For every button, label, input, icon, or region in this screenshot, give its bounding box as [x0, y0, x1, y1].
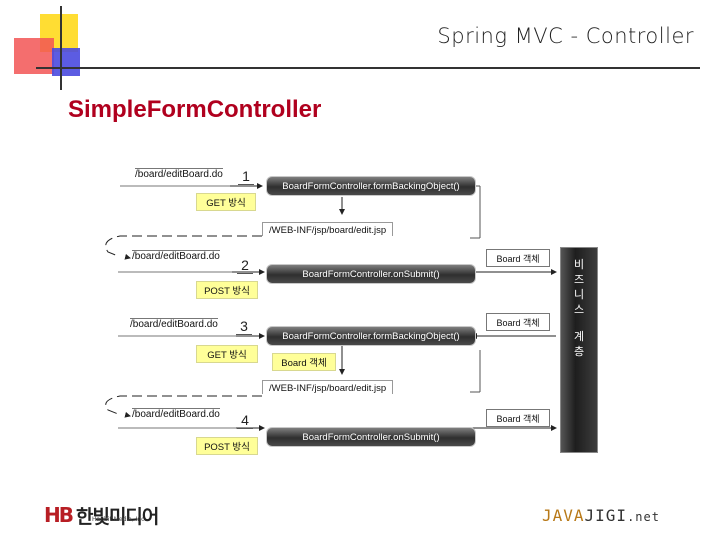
business-layer-char: 계 [573, 331, 585, 343]
step4-object: Board 객체 [486, 409, 550, 427]
step1-method: GET 방식 [196, 193, 256, 211]
deco-blue-square [52, 48, 80, 76]
business-layer-char: 층 [573, 346, 585, 358]
step2-number: 2 [237, 257, 253, 274]
step4-url: /board/editBoard.do [132, 408, 220, 420]
step2-object: Board 객체 [486, 249, 550, 267]
step3-view: /WEB-INF/jsp/board/edit.jsp [262, 380, 394, 394]
business-layer-char: 니 [573, 289, 585, 301]
step3-url: /board/editBoard.do [130, 318, 218, 330]
site-logo-java: JAVA [542, 506, 585, 525]
slide-title: Spring MVC - Controller [437, 24, 694, 48]
step4-method: POST 방식 [196, 437, 258, 455]
step3-object: Board 객체 [486, 313, 550, 331]
header-rule [36, 67, 700, 69]
step4-controller-call: BoardFormController.onSubmit() [266, 427, 476, 447]
step1-url: /board/editBoard.do [135, 168, 223, 180]
deco-vertical-line [60, 6, 62, 90]
site-logo-jigi: JIGI [584, 506, 628, 525]
business-layer-char: 스 [573, 304, 585, 316]
step1-controller-call: BoardFormController.formBackingObject() [266, 176, 476, 196]
publisher-name: 한빛미디어 [75, 505, 159, 528]
section-title: SimpleFormController [68, 96, 322, 123]
business-layer-char: 즈 [573, 274, 585, 286]
site-logo: JAVAJIGI.net [542, 506, 660, 525]
step1-view: /WEB-INF/jsp/board/edit.jsp [262, 222, 394, 236]
step1-number: 1 [238, 168, 254, 185]
site-logo-net: .net [627, 510, 660, 524]
step3-method: GET 방식 [196, 345, 258, 363]
publisher-logo: HB 한빛미디어 [44, 502, 159, 528]
step2-url: /board/editBoard.do [132, 250, 220, 262]
step2-controller-call: BoardFormController.onSubmit() [266, 264, 476, 284]
step3-number: 3 [236, 318, 252, 335]
business-layer-char: 비 [573, 259, 585, 271]
step4-number: 4 [237, 412, 253, 429]
business-layer-box: 비 즈 니 스 계 층 [560, 247, 598, 453]
step3-command-object: Board 객체 [272, 353, 336, 371]
publisher-mark: HB [44, 503, 74, 527]
step3-controller-call: BoardFormController.formBackingObject() [266, 326, 476, 346]
step2-method: POST 방식 [196, 281, 258, 299]
publisher-subtitle: Hanbit Media, Inc. [92, 516, 147, 523]
